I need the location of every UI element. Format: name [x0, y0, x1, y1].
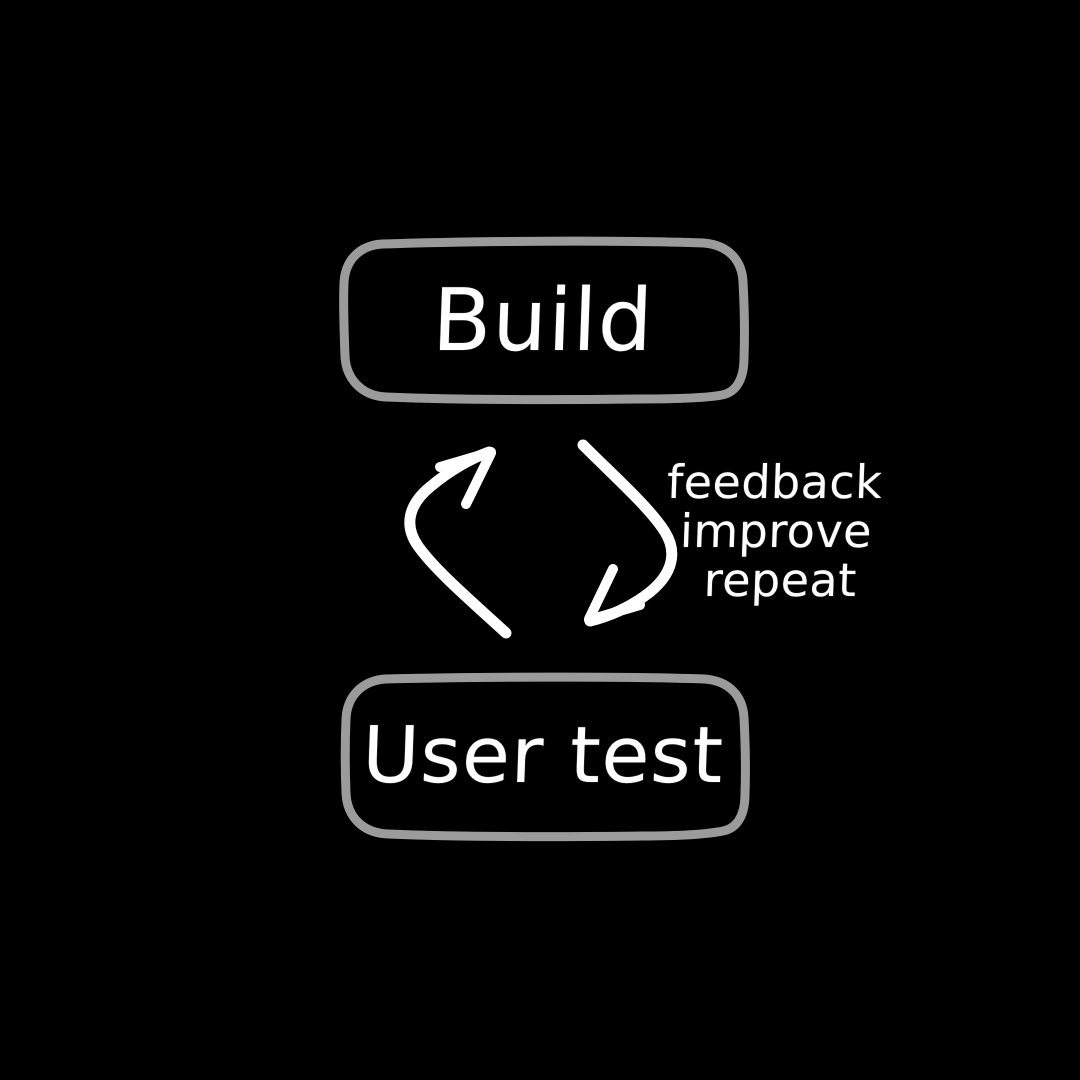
edge-annotation-feedback-loop: feedback improve repeat: [645, 455, 902, 608]
annotation-line-improve: improve: [679, 504, 873, 559]
node-user-test-label: User test: [360, 711, 726, 801]
node-build-box[interactable]: [339, 236, 749, 405]
annotation-line-feedback: feedback: [666, 455, 884, 509]
node-user-test-box[interactable]: [340, 672, 750, 842]
node-build-label: Build: [430, 271, 656, 371]
annotation-line-repeat: repeat: [702, 553, 858, 608]
arrow-build-to-user-test: [577, 439, 678, 627]
arrow-user-test-to-build: [404, 446, 512, 639]
